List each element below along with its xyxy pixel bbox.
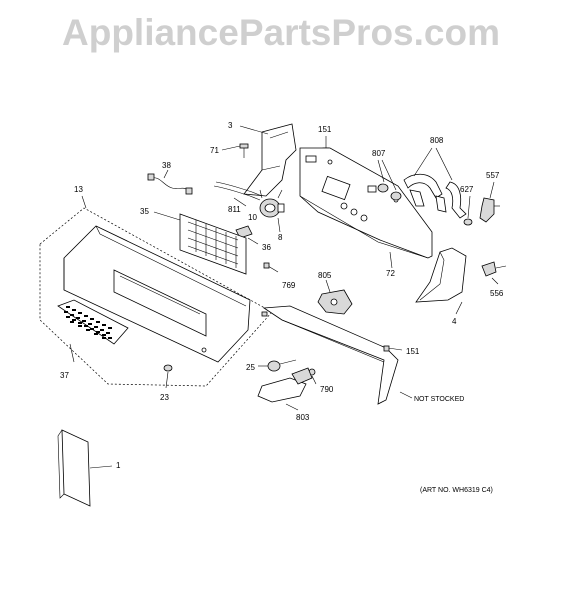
callout-36: 36 (262, 243, 271, 252)
part-71-screw[interactable] (221, 143, 249, 158)
callout-803: 803 (296, 413, 310, 422)
part-151-screw-lower[interactable] (383, 345, 403, 352)
callout-1: 1 (116, 461, 121, 470)
callout-13: 13 (74, 185, 83, 194)
callout-23: 23 (160, 393, 169, 402)
callout-37: 37 (60, 371, 69, 380)
callout-557: 557 (486, 171, 500, 180)
part-556-sensor[interactable] (481, 261, 507, 285)
callout-38: 38 (162, 161, 171, 170)
callout-35: 35 (140, 207, 149, 216)
callout-805: 805 (318, 271, 332, 280)
part-23-screw[interactable] (163, 364, 173, 389)
not-stocked-note: NOT STOCKED (414, 396, 464, 403)
lower-mounting-rail[interactable] (262, 305, 413, 405)
part-627-grommet[interactable] (463, 195, 473, 226)
part-10-switch[interactable] (259, 189, 285, 218)
part-1-literature[interactable] (57, 429, 113, 507)
callout-790: 790 (320, 385, 334, 394)
watermark-logo: AppliancePartsPros.com (62, 12, 500, 53)
art-number: (ART NO. WH6319 C4) (420, 487, 493, 494)
part-807-fitting[interactable] (377, 159, 402, 201)
part-38-wire-harness[interactable] (147, 169, 193, 195)
callout-811: 811 (228, 205, 241, 214)
callout-25: 25 (246, 363, 255, 372)
callout-71: 71 (210, 146, 219, 155)
callout-556: 556 (490, 289, 504, 298)
part-557-sensor[interactable] (479, 181, 500, 223)
callout-4: 4 (452, 317, 457, 326)
part-72-backsplash-panel[interactable] (299, 147, 433, 269)
part-811-wire[interactable] (213, 181, 263, 207)
part-803-lamp-housing[interactable] (257, 367, 313, 411)
callout-807: 807 (372, 149, 386, 158)
part-805-valve[interactable] (317, 279, 353, 315)
part-4-end-cap-right[interactable] (415, 247, 467, 315)
callout-10: 10 (248, 213, 257, 222)
board-grid (187, 220, 239, 268)
callout-3: 3 (228, 121, 233, 130)
callout-808: 808 (430, 136, 444, 145)
control-panel-body (63, 225, 268, 363)
part-808-hose[interactable] (403, 147, 467, 219)
keypad-buttons (64, 306, 112, 339)
callout-769: 769 (282, 281, 296, 290)
part-37-keypad-overlay[interactable] (57, 299, 129, 363)
part-35-control-board[interactable] (153, 211, 247, 275)
callout-151-top: 151 (318, 125, 332, 134)
callout-151-lower: 151 (406, 347, 420, 356)
part-3-end-cap-left[interactable] (239, 123, 297, 197)
part-769-screw[interactable] (263, 262, 279, 273)
callout-72: 72 (386, 269, 395, 278)
part-25-bulb[interactable] (258, 359, 297, 372)
callout-8: 8 (278, 233, 283, 242)
part-13-control-panel-assembly[interactable] (39, 195, 273, 387)
callout-627: 627 (460, 185, 474, 194)
part-8-knob-screw[interactable] (277, 217, 281, 233)
